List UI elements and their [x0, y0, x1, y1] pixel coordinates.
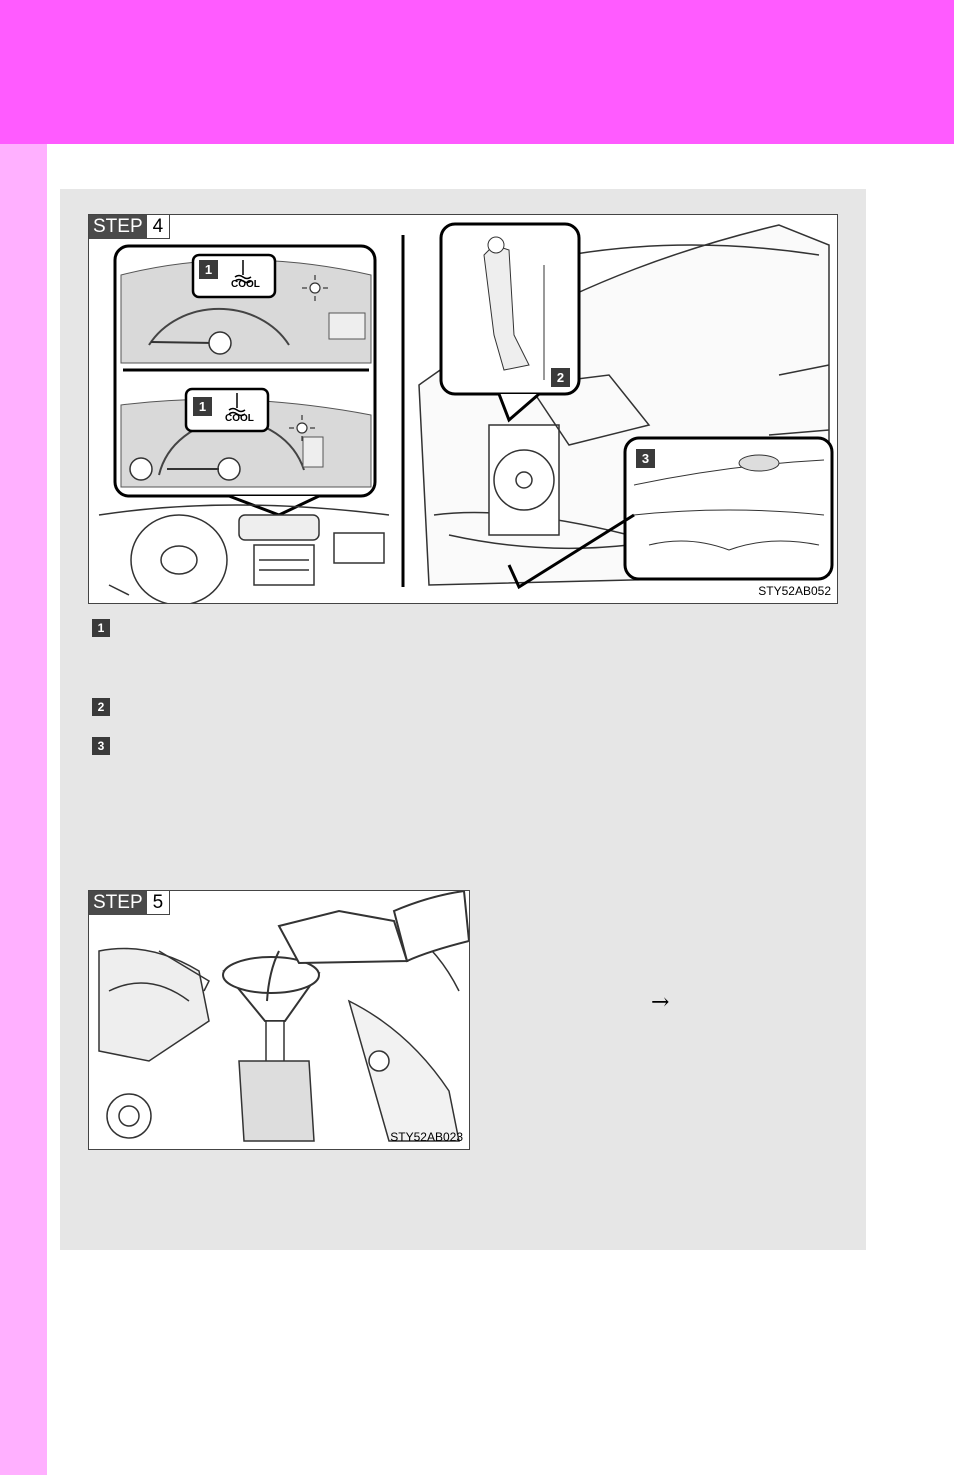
callout-number-2: 2	[556, 370, 565, 385]
reservoir-callout	[439, 222, 581, 423]
step-label: STEP	[89, 215, 147, 239]
step4-tag: STEP 4	[89, 215, 171, 239]
callout-number-1-lower: 1	[198, 399, 207, 414]
callout-badge-1	[199, 260, 218, 279]
callout-number-1: 1	[204, 262, 213, 277]
cool-label-upper: COOL	[231, 279, 260, 290]
callout-number-3: 3	[641, 451, 650, 466]
legend-badge-3: 3	[92, 737, 110, 755]
step4-drawing	[98, 222, 834, 603]
header-band	[0, 0, 954, 144]
step5-illustration: STEP 5 STY52AB023	[88, 890, 470, 1150]
figure-code: STY52AB052	[758, 584, 831, 598]
step4-illustration: STEP 4	[88, 214, 838, 604]
legend-badge-1: 1	[92, 619, 110, 637]
cool-label-lower: COOL	[225, 413, 254, 424]
chapter-side-strip	[0, 144, 47, 1475]
legend-badge-2: 2	[92, 698, 110, 716]
step5-drawing	[98, 891, 469, 1142]
callout-badge-1-lower	[193, 397, 212, 416]
callout-badge-3	[636, 449, 655, 468]
drain-callout	[507, 436, 834, 590]
step-label: STEP	[89, 891, 147, 915]
arrow-icon: →	[651, 990, 670, 1015]
figure-code: STY52AB023	[390, 1130, 463, 1144]
step5-tag: STEP 5	[89, 891, 171, 915]
vehicle-interior	[98, 504, 390, 603]
callout-badge-2	[551, 368, 570, 387]
gauge-callout-bubble	[113, 244, 377, 517]
step-number: 5	[146, 891, 171, 915]
step-number: 4	[146, 215, 171, 239]
